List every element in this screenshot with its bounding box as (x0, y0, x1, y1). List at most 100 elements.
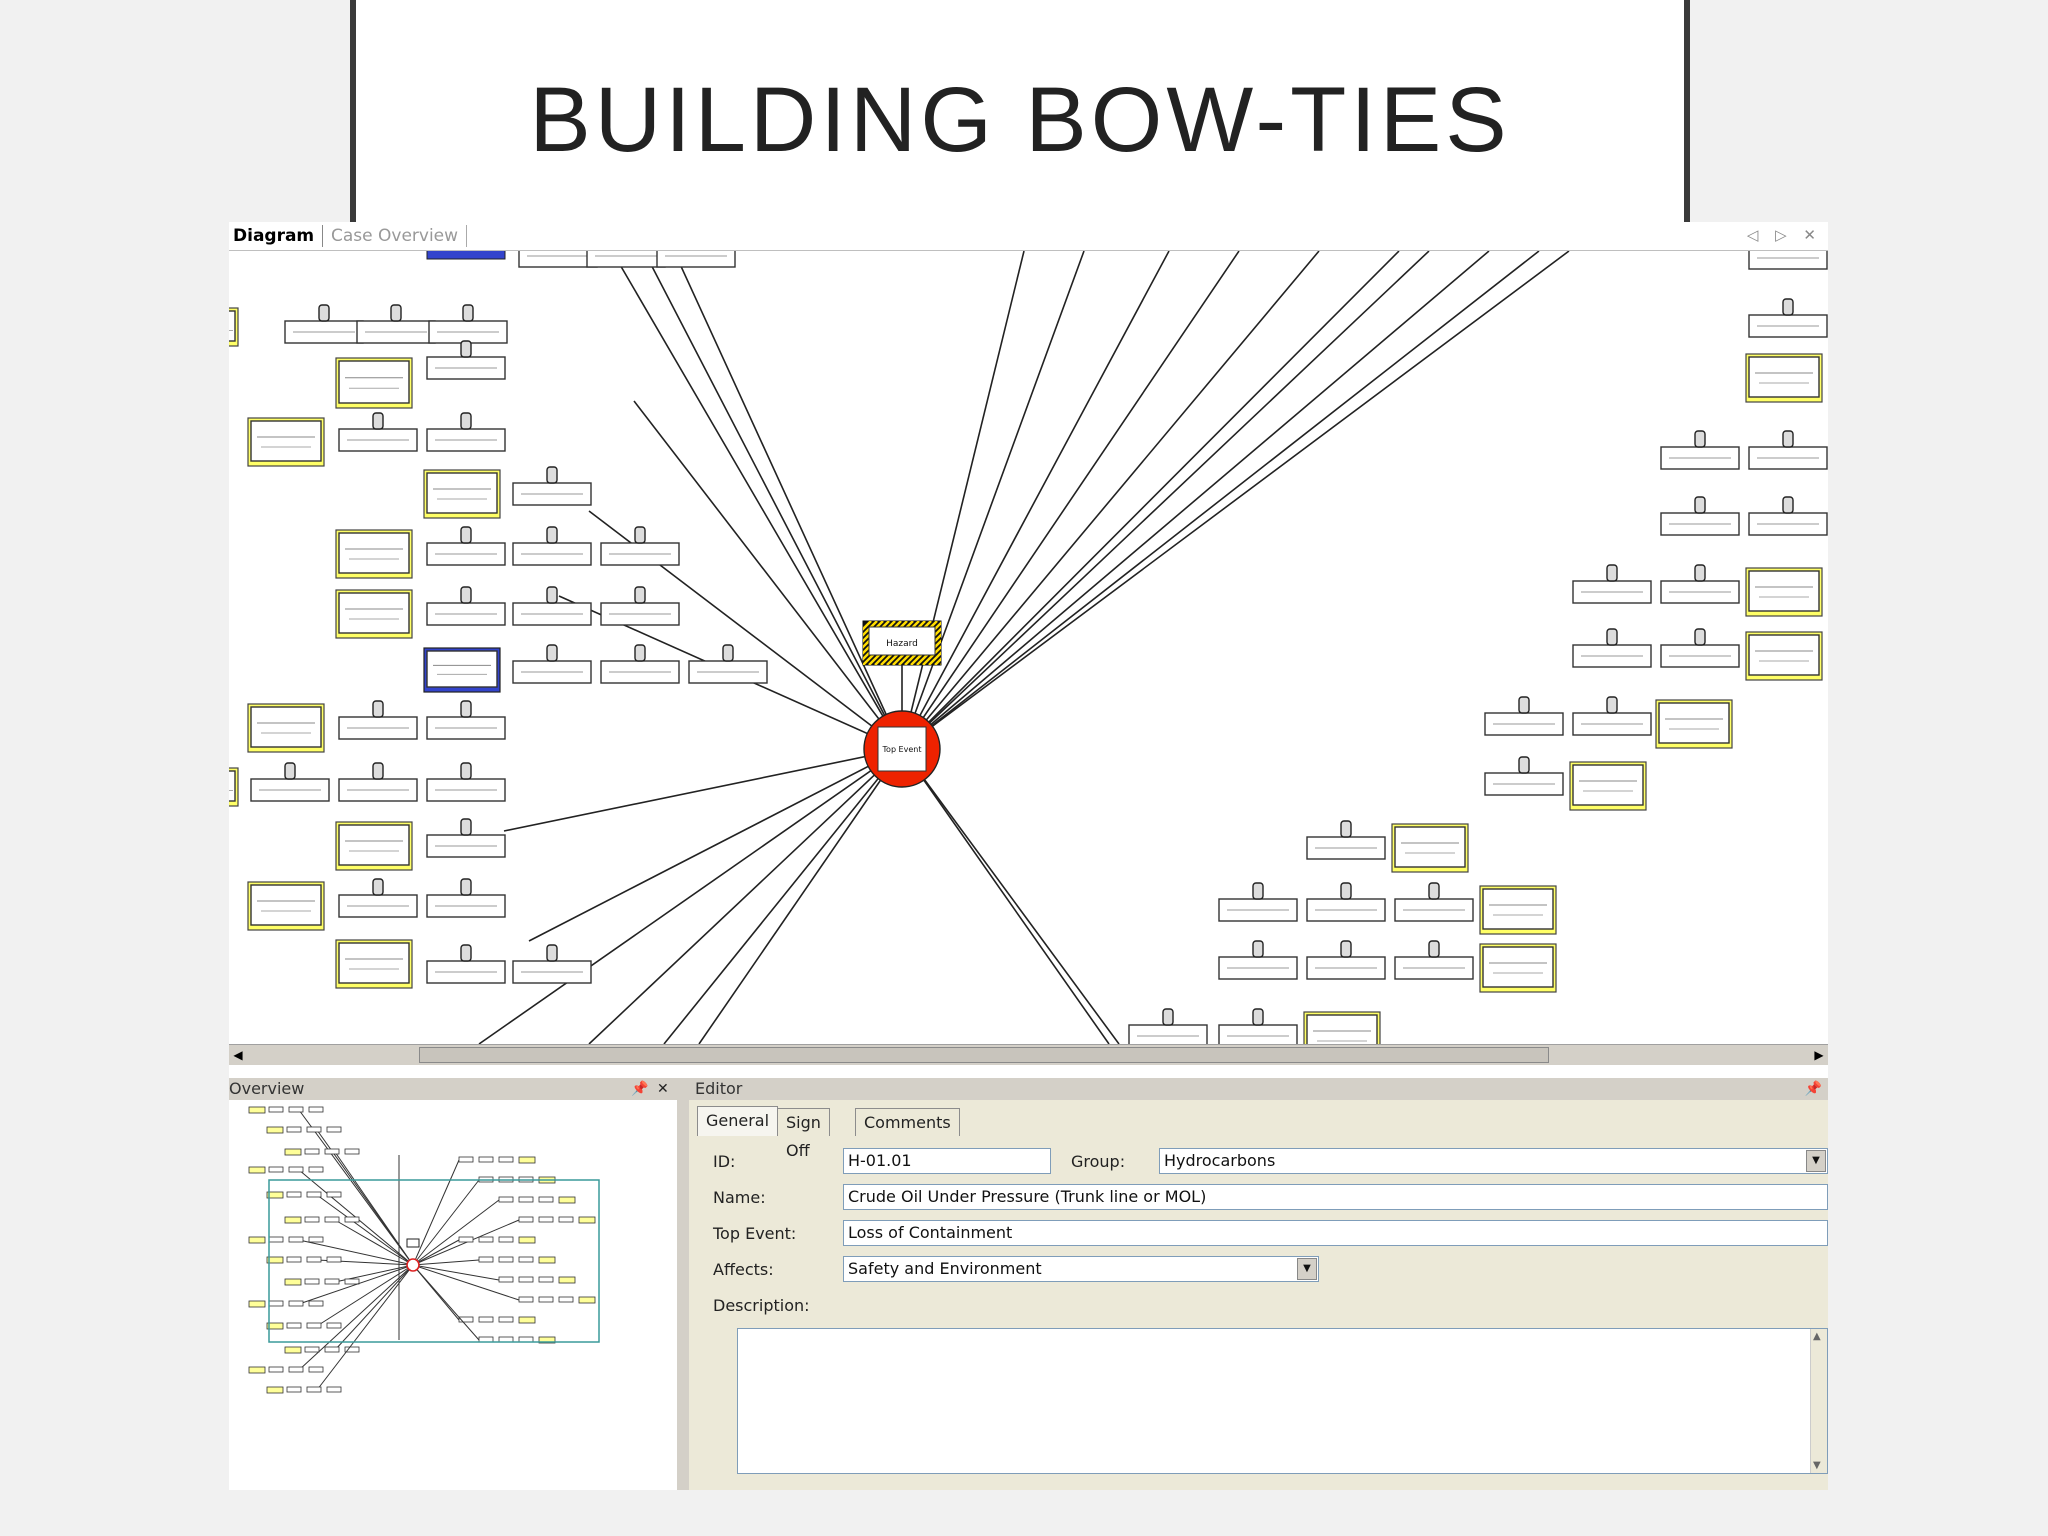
tab-case-overview[interactable]: Case Overview (331, 225, 468, 247)
connector-line (698, 748, 903, 1044)
scroll-left-icon[interactable]: ◀ (229, 1045, 247, 1065)
barrier-handle (460, 944, 472, 962)
overview-barrier (478, 1236, 494, 1243)
barrier-handle (1694, 496, 1706, 514)
barrier-handle (546, 586, 558, 604)
top-event-field[interactable]: Loss of Containment (843, 1220, 1828, 1246)
barrier-handle (1428, 940, 1440, 958)
connector-line (901, 748, 1120, 1044)
barrier-handle (318, 304, 330, 322)
overview-threat (248, 1366, 266, 1374)
chevron-down-icon[interactable]: ▼ (1806, 1150, 1826, 1172)
overview-line (412, 1179, 480, 1266)
tab-nav-arrows-icon[interactable]: ◁ ▷ ✕ (1746, 226, 1822, 244)
threat-box (338, 824, 410, 866)
overview-barrier (268, 1236, 284, 1243)
scroll-down-icon[interactable]: ▼ (1813, 1460, 1821, 1471)
name-field[interactable]: Crude Oil Under Pressure (Trunk line or … (843, 1184, 1828, 1210)
connector-line (901, 251, 1170, 750)
scroll-right-icon[interactable]: ▶ (1810, 1045, 1828, 1065)
overview-hazard (406, 1238, 420, 1248)
overview-line (334, 1219, 414, 1266)
connector-line (901, 251, 1320, 750)
overview-pane[interactable] (229, 1100, 678, 1490)
barrier-handle (460, 762, 472, 780)
hazard-stripe (916, 639, 941, 665)
overview-barrier (268, 1106, 284, 1113)
overview-line (334, 1264, 414, 1351)
overview-threat (518, 1316, 536, 1324)
overview-barrier (518, 1196, 534, 1203)
id-field[interactable]: H-01.01 (843, 1148, 1051, 1174)
overview-barrier (308, 1300, 324, 1307)
affects-select[interactable]: Safety and Environment ▼ (843, 1256, 1319, 1282)
barrier-handle (546, 466, 558, 484)
document-tab-bar: Diagram Case Overview ◁ ▷ ✕ (229, 222, 1828, 251)
tab-sign-off[interactable]: Sign Off (777, 1108, 830, 1160)
barrier-handle (1340, 882, 1352, 900)
overview-threat (284, 1346, 302, 1354)
overview-line (298, 1264, 414, 1305)
scroll-up-icon[interactable]: ▲ (1813, 1331, 1821, 1342)
barrier-box (518, 251, 598, 268)
barrier-handle (634, 644, 646, 662)
overview-barrier (558, 1216, 574, 1223)
scrollbar-thumb[interactable] (419, 1047, 1549, 1063)
overview-barrier (304, 1148, 320, 1155)
tab-general[interactable]: General (697, 1106, 779, 1136)
close-icon[interactable]: ✕ (657, 1081, 669, 1097)
connector-line (503, 748, 903, 832)
overview-barrier (498, 1276, 514, 1283)
pane-splitter[interactable] (677, 1078, 689, 1490)
overview-barrier (518, 1276, 534, 1283)
overview-barrier (306, 1386, 322, 1393)
overview-barrier (538, 1196, 554, 1203)
editor-pin-icon[interactable]: 📌 (1804, 1081, 1822, 1097)
overview-barrier (344, 1148, 360, 1155)
overview-barrier (498, 1316, 514, 1323)
description-label: Description: (713, 1296, 810, 1315)
affects-label: Affects: (713, 1260, 774, 1279)
description-textarea[interactable]: ▲ ▼ (737, 1328, 1828, 1474)
threat-box (229, 310, 236, 342)
overview-barrier (288, 1236, 304, 1243)
overview-minimap[interactable] (229, 1100, 677, 1490)
escalation-box (426, 251, 506, 260)
overview-line (316, 1194, 414, 1266)
overview-threat (518, 1236, 536, 1244)
overview-barrier (288, 1366, 304, 1373)
connector-line (611, 251, 903, 750)
overview-threat (284, 1278, 302, 1286)
editor-pane: General Sign Off Comments ID: H-01.01 Gr… (689, 1100, 1828, 1490)
connector-line (528, 748, 903, 942)
description-scrollbar[interactable]: ▲ ▼ (1810, 1329, 1827, 1473)
threat-box (1572, 764, 1644, 806)
tab-diagram[interactable]: Diagram (233, 225, 324, 247)
overview-barrier (498, 1156, 514, 1163)
title-card: BUILDING BOW-TIES (350, 0, 1690, 230)
threat-box (338, 360, 410, 404)
tab-comments[interactable]: Comments (855, 1108, 960, 1136)
barrier-handle (546, 644, 558, 662)
overview-threat (248, 1106, 266, 1114)
pin-icon[interactable]: 📌 (631, 1081, 649, 1097)
threat-box (338, 942, 410, 984)
affects-chevron-down-icon[interactable]: ▼ (1297, 1258, 1317, 1280)
overview-barrier (288, 1106, 304, 1113)
horizontal-scrollbar[interactable]: ◀ ▶ (229, 1044, 1828, 1065)
overview-barrier (538, 1216, 554, 1223)
barrier-handle (460, 878, 472, 896)
overview-barrier (326, 1386, 342, 1393)
threat-box (250, 706, 322, 748)
connector-line (901, 251, 1025, 750)
barrier-box (586, 251, 666, 268)
overview-pane-header: Overview 📌 ✕ (229, 1078, 677, 1101)
barrier-handle (372, 700, 384, 718)
overview-line (316, 1264, 414, 1327)
affects-select-value: Safety and Environment (848, 1259, 1042, 1278)
overview-barrier (478, 1256, 494, 1263)
group-select[interactable]: Hydrocarbons ▼ (1159, 1148, 1828, 1174)
barrier-handle (1252, 882, 1264, 900)
